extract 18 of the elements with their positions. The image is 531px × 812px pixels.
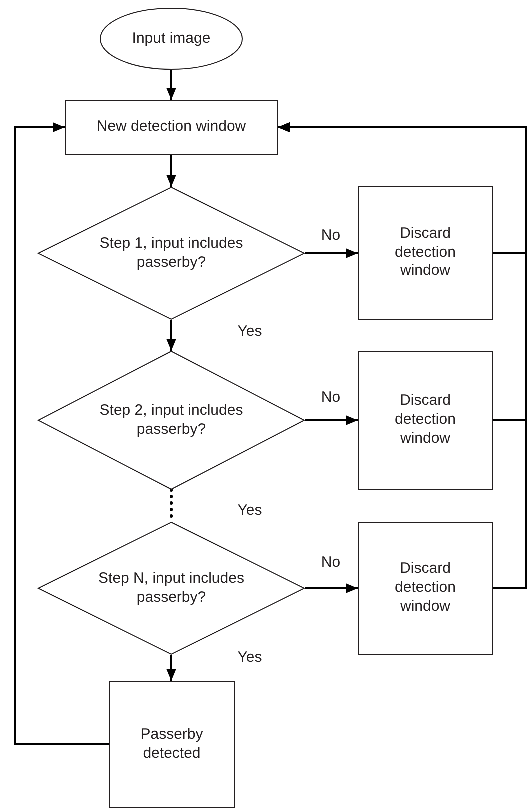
node-text: Step 2, input includes passerby? <box>98 402 244 440</box>
arrow <box>166 70 176 100</box>
node-text: Discard detection window <box>394 224 457 282</box>
arrow <box>305 416 358 426</box>
arrow <box>278 122 527 590</box>
node-text: Input image <box>132 30 211 48</box>
node-text: Discard detection window <box>394 560 457 617</box>
arrow <box>305 584 358 594</box>
arrow <box>305 248 358 258</box>
node-text: New detection window <box>96 118 246 137</box>
node-text: Discard detection window <box>394 392 457 449</box>
arrow <box>14 122 109 746</box>
arrow <box>166 155 176 187</box>
node-text: Step 1, input includes passerby? <box>98 234 244 272</box>
node-text: Step N, input includes passerby? <box>98 570 246 608</box>
arrow <box>166 655 176 681</box>
node-text: Passerby detected <box>140 726 204 764</box>
arrow <box>166 320 176 351</box>
